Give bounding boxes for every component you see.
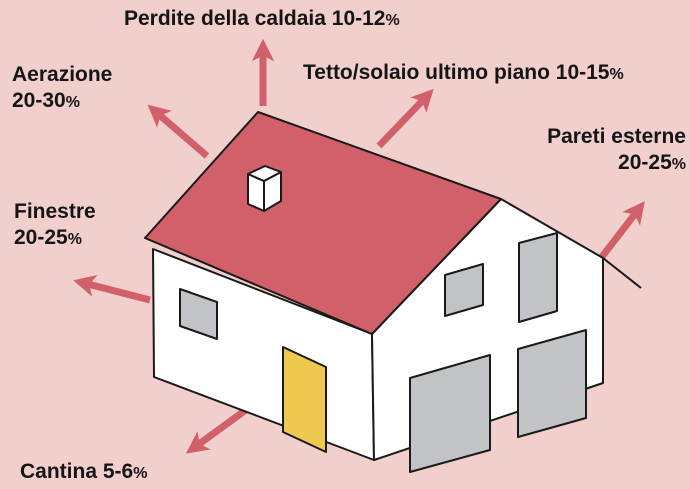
door (282, 346, 327, 453)
label-aerazione: Aerazione 20-30% (12, 62, 112, 113)
cantina-range: 5-6 (102, 460, 134, 483)
label-pareti: Pareti esterne 20-25% (547, 124, 686, 175)
side-window-right (518, 232, 558, 323)
aerazione-unit: % (65, 93, 80, 111)
caldaia-range: 10-12 (331, 7, 386, 30)
pareti-name: Pareti esterne (547, 125, 686, 148)
house (144, 111, 642, 473)
garage-door-right (517, 329, 587, 438)
tetto-range: 10-15 (555, 61, 610, 84)
tetto-name: Tetto/solaio ultimo piano (303, 61, 550, 84)
side-window-left (444, 263, 484, 317)
finestre-range: 20-25 (14, 225, 68, 249)
label-finestre: Finestre 20-25% (14, 199, 96, 250)
garage-door-left (409, 354, 491, 473)
chimney-top (247, 165, 282, 182)
finestre-name: Finestre (14, 200, 96, 223)
label-cantina: Cantina 5-6% (20, 459, 147, 485)
arrow-finestre (73, 274, 151, 304)
roof (144, 111, 502, 335)
arrow-aerazione (147, 104, 210, 159)
tetto-unit: % (609, 66, 624, 83)
cantina-unit: % (133, 465, 148, 482)
label-caldaia: Perdite della caldaia 10-12% (124, 6, 400, 32)
aerazione-range: 20-30 (12, 88, 66, 112)
pareti-range: 20-25 (618, 150, 672, 174)
label-tetto: Tetto/solaio ultimo piano 10-15% (303, 60, 624, 86)
cantina-name: Cantina (20, 460, 98, 483)
front-window (179, 288, 218, 340)
pareti-unit: % (671, 155, 686, 173)
arrow-pareti (598, 201, 645, 261)
caldaia-name: Perdite della caldaia (124, 7, 326, 30)
finestre-unit: % (67, 230, 82, 248)
aerazione-name: Aerazione (12, 63, 113, 86)
arrow-tetto (376, 88, 434, 149)
caldaia-unit: % (385, 12, 400, 29)
